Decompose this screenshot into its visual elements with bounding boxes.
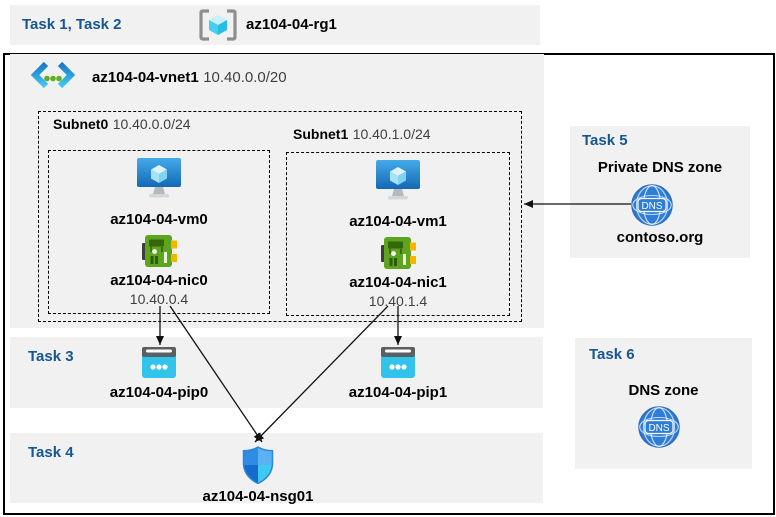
nsg-group: az104-04-nsg01	[193, 446, 323, 505]
pip1-group: az104-04-pip1	[342, 347, 454, 401]
task5-label: Task 5	[582, 132, 628, 149]
virtual-network-icon	[30, 61, 76, 89]
network-interface-icon	[141, 235, 177, 267]
vnet-name: az104-04-vnet1	[92, 69, 199, 86]
dns-icon-text: DNS	[648, 423, 669, 434]
subnet1-content: az104-04-vm1 az104-04-nic1 10.40.1.4	[286, 152, 510, 309]
task3-band	[10, 337, 543, 408]
dns-icon-text: DNS	[641, 201, 662, 212]
nsg-shield-icon	[242, 446, 274, 484]
nic0-name: az104-04-nic0	[110, 272, 208, 289]
task6-label: Task 6	[589, 346, 635, 363]
task4-band	[10, 433, 543, 503]
subnet1-name: Subnet1	[293, 126, 349, 142]
dns-globe-icon: DNS	[631, 184, 673, 226]
vnet-box	[10, 54, 544, 328]
subnet0-name: Subnet0	[53, 116, 109, 132]
task5-title: Private DNS zone	[597, 159, 723, 176]
dns-globe-icon: DNS	[638, 406, 680, 448]
subnet1-cidr: 10.40.1.0/24	[352, 126, 431, 142]
virtual-machine-icon	[375, 160, 421, 200]
network-interface-icon	[380, 237, 416, 269]
subnet0-box	[48, 150, 270, 314]
pip0-name: az104-04-pip0	[109, 384, 209, 401]
task3-label: Task 3	[28, 348, 74, 365]
public-ip-icon	[142, 347, 176, 378]
pip1-name: az104-04-pip1	[348, 384, 448, 401]
virtual-machine-icon	[136, 158, 182, 198]
subnet0-content: az104-04-vm0 az104-04-nic0 10.40.0.4	[48, 150, 270, 307]
resource-group-name: az104-04-rg1	[246, 16, 337, 33]
subnet0-title: Subnet0 10.40.0.0/24	[53, 116, 191, 134]
nic1-name: az104-04-nic1	[349, 274, 447, 291]
nic0-ip: 10.40.0.4	[129, 291, 189, 307]
subnet1-title: Subnet1 10.40.1.0/24	[293, 126, 431, 144]
nsg-name: az104-04-nsg01	[202, 488, 314, 505]
vnet-title: az104-04-vnet1 10.40.0.0/20	[92, 69, 287, 87]
public-ip-icon	[381, 347, 415, 378]
task1-2-label: Task 1, Task 2	[22, 16, 122, 33]
task6-title: DNS zone	[628, 382, 699, 399]
resource-group-icon	[198, 9, 238, 41]
pip0-group: az104-04-pip0	[103, 347, 215, 401]
vm0-name: az104-04-vm0	[110, 211, 208, 228]
task4-label: Task 4	[28, 444, 74, 461]
vm1-name: az104-04-vm1	[349, 213, 447, 230]
vnet-cidr: 10.40.0.0/20	[203, 69, 287, 86]
task5-zone-name: contoso.org	[616, 229, 704, 246]
subnet0-cidr: 10.40.0.0/24	[112, 116, 191, 132]
task1-2-band: Task 1, Task 2 az104-04-rg1	[10, 5, 540, 45]
nic1-ip: 10.40.1.4	[368, 293, 428, 309]
